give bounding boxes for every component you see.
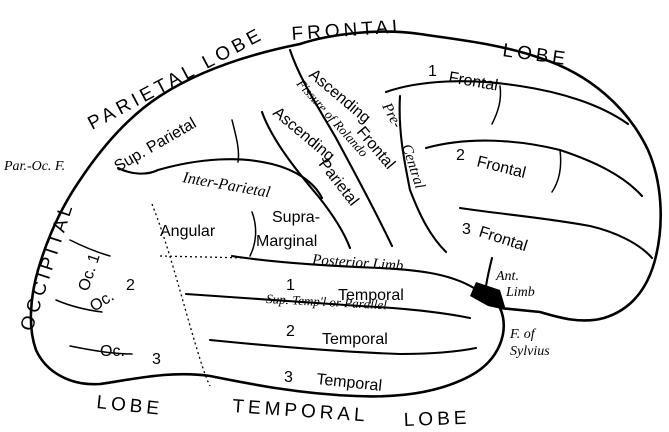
- superior-frontal-sulcus: [386, 81, 628, 124]
- frontal-1-number: 1: [428, 63, 437, 80]
- par-oc-fissure-label: Par.-Oc. F.: [3, 159, 65, 174]
- supra-marginal-label-2: Marginal: [256, 233, 317, 250]
- frontal-2-number: 2: [456, 147, 465, 164]
- temporal-2-number: 2: [286, 323, 295, 340]
- frontal-lobe-label-2: LOBE: [501, 40, 570, 70]
- oc-3-number: 3: [152, 351, 161, 368]
- temporal-2-label: Temporal: [322, 331, 388, 348]
- frontal-1-label: Frontal: [447, 69, 499, 94]
- temporal-3-number: 3: [284, 369, 293, 386]
- temporal-lobe-label-1: TEMPORAL: [232, 396, 370, 426]
- parietal-lobe-label: PARIETAL LOBE: [84, 24, 267, 135]
- oc-1-label: Oc. 1: [76, 252, 104, 294]
- sylvian-junction: [470, 282, 506, 310]
- temporal-3-label: Temporal: [316, 371, 383, 395]
- parietal-branch: [232, 120, 239, 162]
- supramarginal-boundary: [250, 212, 256, 256]
- angular-label: Angular: [160, 223, 216, 240]
- oc-2-number: 2: [126, 277, 135, 294]
- anterior-limb-line: [486, 258, 492, 286]
- frontal-3-label: Frontal: [477, 224, 530, 256]
- inter-parietal-label: Inter-Parietal: [180, 169, 272, 201]
- anterior-limb-label-1: Ant.: [495, 269, 519, 284]
- temporal-lobe-label-2: LOBE: [403, 408, 470, 431]
- frontal-2-label: Frontal: [475, 153, 527, 182]
- frontal-lobe-label-1: FRONTAL: [291, 16, 407, 45]
- pre-central-label-2: Central: [398, 142, 427, 191]
- supra-marginal-label-1: Supra-: [272, 209, 320, 226]
- posterior-limb-label: Posterior Limb: [311, 252, 405, 274]
- occipital-label: OCCIPITAL: [17, 199, 79, 334]
- oc-3-label: Oc.: [100, 343, 125, 360]
- sylvius-label-1: F. of: [509, 327, 537, 342]
- anterior-limb-label-2: Limb: [505, 285, 535, 300]
- frontal-branch-b: [552, 150, 561, 192]
- frontal-3-number: 3: [462, 221, 471, 238]
- occipital-lobe-word: LOBE: [95, 392, 164, 420]
- sylvius-label-2: Sylvius: [510, 344, 550, 359]
